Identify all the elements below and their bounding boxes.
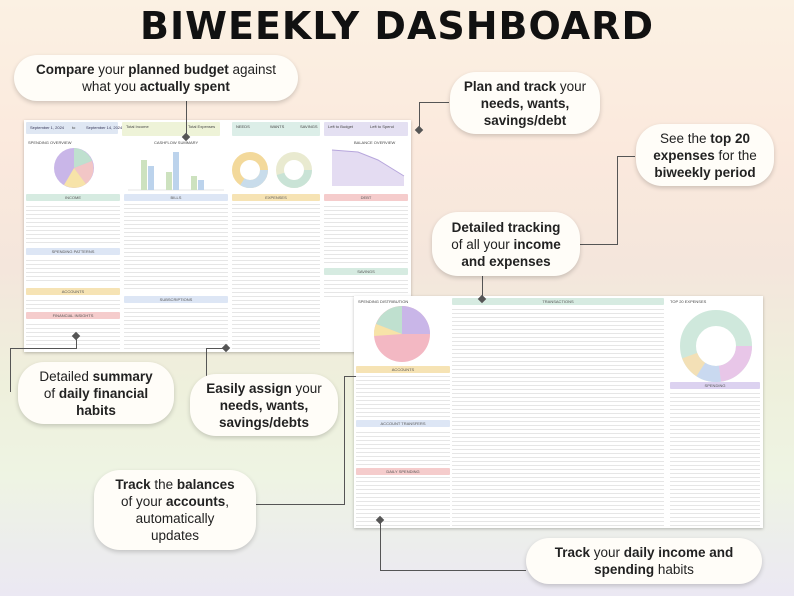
callout-track-balances: Track the balances of your accounts, aut… [94, 470, 256, 550]
connector-line [617, 156, 618, 244]
top-expenses-label: TOP 20 EXPENSES [670, 299, 707, 304]
callout-detailed-summary: Detailed summary of daily financial habi… [18, 362, 174, 424]
connector-line [76, 336, 77, 349]
connector-line [186, 101, 187, 137]
financial-insights-title: FINANCIAL INSIGHTS [52, 313, 94, 318]
connector-line [344, 376, 345, 504]
budget-donut-charts [232, 152, 312, 188]
spending-distribution-pie [373, 306, 430, 362]
connector-line [380, 570, 526, 571]
callout-top-20-expenses: See the top 20 expenses for the biweekly… [636, 124, 774, 186]
connector-line [344, 376, 356, 377]
balance-area-chart [331, 149, 405, 186]
connector-line [244, 504, 345, 505]
income-section-title: INCOME [65, 195, 81, 200]
subscriptions-title: SUBSCRIPTIONS [159, 297, 193, 302]
spending-distribution-label: SPENDING DISTRIBUTION [358, 299, 409, 304]
top-expenses-donut [680, 310, 752, 382]
callout-assign-categories: Easily assign your needs, wants, savings… [190, 374, 338, 436]
callout-daily-habits: Track your daily income and spending hab… [526, 538, 762, 584]
connector-line [10, 348, 11, 392]
spending-overview-pie [54, 148, 94, 188]
connector-line [419, 102, 420, 130]
left-to-budget-label: Left to Budget [328, 124, 353, 129]
savings-label: SAVINGS [300, 124, 318, 129]
spending-right-title: SPENDING [704, 383, 726, 388]
transactions-sheet-screenshot: SPENDING DISTRIBUTION ACCOUNTS ACCOUNT T… [354, 296, 763, 528]
date-to: September 14, 2024 [86, 125, 123, 130]
connector-line [206, 348, 207, 396]
left-to-spend-label: Left to Spend [370, 124, 394, 129]
spending-overview-label: SPENDING OVERVIEW [28, 140, 72, 145]
date-from: September 1, 2024 [30, 125, 65, 130]
daily-spending-title: DAILY SPENDING [386, 469, 420, 474]
debt-section-title: DEBT [360, 195, 372, 200]
connector-line [482, 276, 483, 298]
cashflow-bar-chart [128, 152, 224, 191]
needs-label: NEEDS [236, 124, 250, 129]
expenses-section-title: EXPENSES [265, 195, 287, 200]
connector-line [419, 102, 449, 103]
balance-overview-label: BALANCE OVERVIEW [354, 140, 396, 145]
connector-dot [414, 125, 424, 135]
savings-section-title: SAVINGS [357, 269, 375, 274]
accounts-right-title: ACCOUNTS [391, 367, 415, 372]
dashboard-sheet-screenshot: September 1, 2024 to September 14, 2024 … [24, 120, 411, 352]
connector-line [10, 348, 76, 349]
total-expenses-label: Total Expenses [188, 124, 216, 129]
connector-line [617, 156, 635, 157]
bills-section-title: BILLS [170, 195, 182, 200]
date-to-label: to [72, 125, 76, 130]
connector-line [206, 348, 226, 349]
callout-plan-track: Plan and track your needs, wants, saving… [450, 72, 600, 134]
callout-detailed-tracking: Detailed tracking of all your income and… [432, 212, 580, 276]
callout-compare-budget: Compare your planned budget against what… [14, 55, 298, 101]
cashflow-summary-label: CASHFLOW SUMMARY [154, 140, 199, 145]
connector-line [380, 520, 381, 570]
accounts-left-title: ACCOUNTS [61, 289, 85, 294]
spending-patterns-title: SPENDING PATTERNS [51, 249, 95, 254]
wants-label: WANTS [270, 124, 285, 129]
transactions-title: TRANSACTIONS [542, 299, 574, 304]
page-title: BIWEEKLY DASHBOARD [139, 4, 654, 48]
account-transfers-title: ACCOUNT TRANSFERS [380, 421, 426, 426]
total-income-label: Total Income [126, 124, 149, 129]
